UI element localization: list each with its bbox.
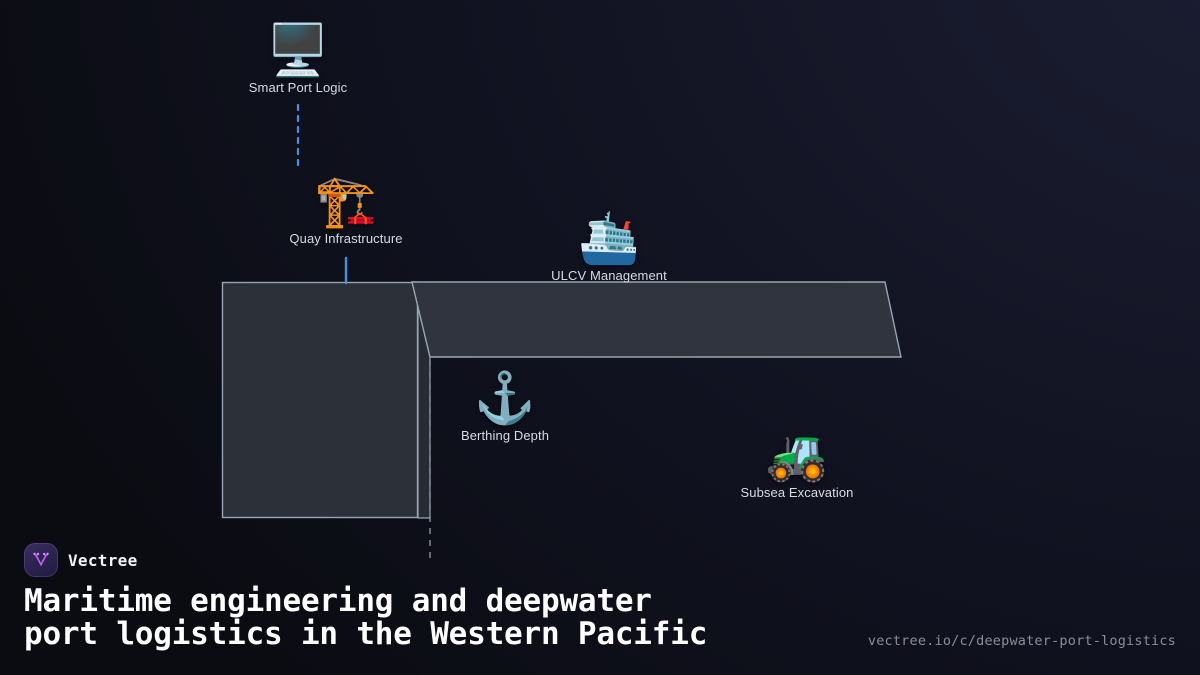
- page-title: Maritime engineering and deepwater port …: [24, 585, 707, 651]
- block-front-face: [221, 281, 419, 519]
- node-ulcv-management[interactable]: 🛳️ ULCV Management: [551, 210, 667, 283]
- node-smart-port-logic[interactable]: 🖥️ Smart Port Logic: [249, 22, 347, 95]
- footer-bar: Vectree Maritime engineering and deepwat…: [0, 537, 1200, 675]
- page-title-line-1: Maritime engineering and deepwater: [24, 583, 652, 619]
- passenger-ship-icon: 🛳️: [577, 210, 641, 266]
- node-berthing-depth[interactable]: ⚓ Berthing Depth: [461, 370, 549, 443]
- node-label-quay-infrastructure: Quay Infrastructure: [289, 231, 403, 246]
- node-label-smart-port-logic: Smart Port Logic: [248, 80, 348, 95]
- node-label-berthing-depth: Berthing Depth: [460, 428, 550, 443]
- tractor-icon: 🚜: [765, 427, 829, 483]
- node-label-ulcv-management: ULCV Management: [551, 268, 667, 283]
- vectree-v-glyph-icon: [33, 552, 49, 567]
- desktop-computer-icon: 🖥️: [266, 22, 330, 78]
- node-subsea-excavation[interactable]: 🚜 Subsea Excavation: [741, 427, 854, 500]
- node-label-subsea-excavation: Subsea Excavation: [740, 485, 854, 500]
- page-title-line-2: port logistics in the Western Pacific: [24, 616, 708, 652]
- anchor-icon: ⚓: [473, 370, 537, 426]
- footer-url[interactable]: vectree.io/c/deepwater-port-logistics: [867, 633, 1176, 649]
- block-top-face: [411, 281, 902, 358]
- construction-crane-icon: 🏗️: [314, 173, 378, 229]
- brand-name: Vectree: [68, 550, 138, 570]
- node-quay-infrastructure[interactable]: 🏗️ Quay Infrastructure: [289, 173, 402, 246]
- vectree-logo: [24, 543, 58, 577]
- brand-row[interactable]: Vectree: [24, 543, 138, 577]
